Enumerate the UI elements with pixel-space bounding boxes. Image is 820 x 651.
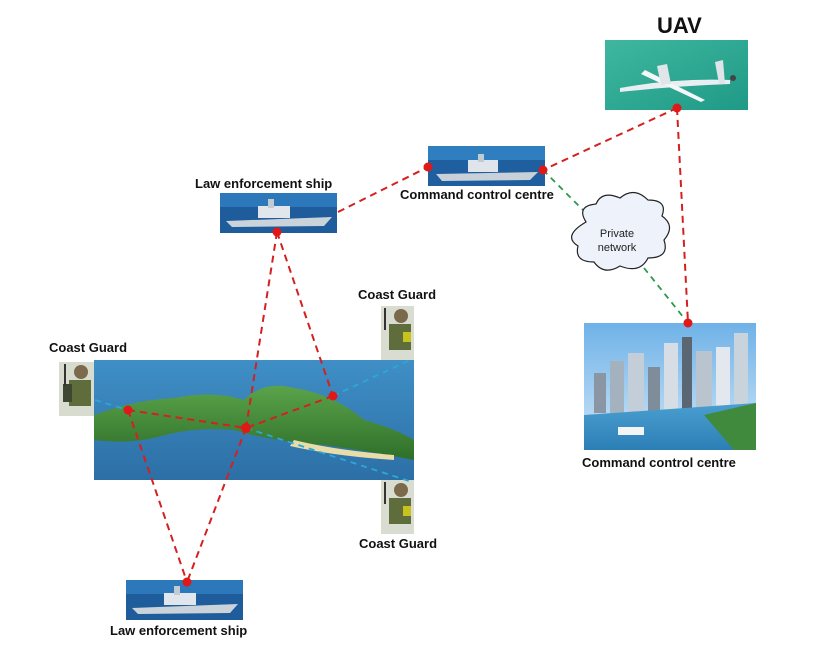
label-command-centre-top: Command control centre <box>400 187 554 202</box>
link-red-left-center <box>127 409 247 429</box>
island-image <box>94 360 414 480</box>
node-uav <box>672 103 682 113</box>
node-city <box>683 318 693 328</box>
ship-image-left-top <box>220 193 337 233</box>
link-blue-top-right <box>332 359 411 397</box>
cloud-icon: Private network <box>571 191 671 271</box>
city-image <box>584 323 756 450</box>
label-ship-left-top: Law enforcement ship <box>195 176 333 191</box>
link-red-left-bottom <box>127 409 188 583</box>
soldier-image-bottom-right <box>381 480 414 534</box>
node-ship-bottom <box>182 577 192 587</box>
node-island-right <box>328 391 338 401</box>
node-ship-top-left <box>423 162 433 172</box>
ship-image-top-center <box>428 146 545 186</box>
link-red-center-bottom <box>186 427 247 583</box>
cloud-label-line2: network <box>598 242 637 254</box>
ship-image-bottom <box>126 580 243 620</box>
label-coast-guard-bottom-right: Coast Guard <box>359 536 438 551</box>
node-ship-top-right <box>538 165 548 175</box>
node-island-center <box>241 423 251 433</box>
link-red-uav-city <box>676 107 689 324</box>
cloud-label-line1: Private <box>600 228 634 240</box>
soldier-image-top-right <box>381 306 414 360</box>
label-command-centre-city: Command control centre <box>582 455 736 470</box>
link-red-ships <box>337 166 429 213</box>
uav-title: UAV <box>657 13 702 38</box>
label-ship-bottom: Law enforcement ship <box>110 623 248 638</box>
link-red-uav-ship <box>542 107 678 171</box>
link-red-ship-right <box>276 231 334 397</box>
node-ship-left-top <box>272 227 282 237</box>
link-blue-left <box>94 399 129 411</box>
label-coast-guard-top-right: Coast Guard <box>358 287 437 302</box>
soldier-image-left <box>59 362 94 416</box>
node-island-left <box>123 405 133 415</box>
label-coast-guard-left: Coast Guard <box>49 340 128 355</box>
link-green-lower <box>643 267 689 324</box>
link-blue-bottom-right <box>245 427 413 483</box>
uav-image <box>605 40 748 110</box>
link-red-ship-center <box>245 231 278 429</box>
link-red-right-center <box>245 395 334 429</box>
